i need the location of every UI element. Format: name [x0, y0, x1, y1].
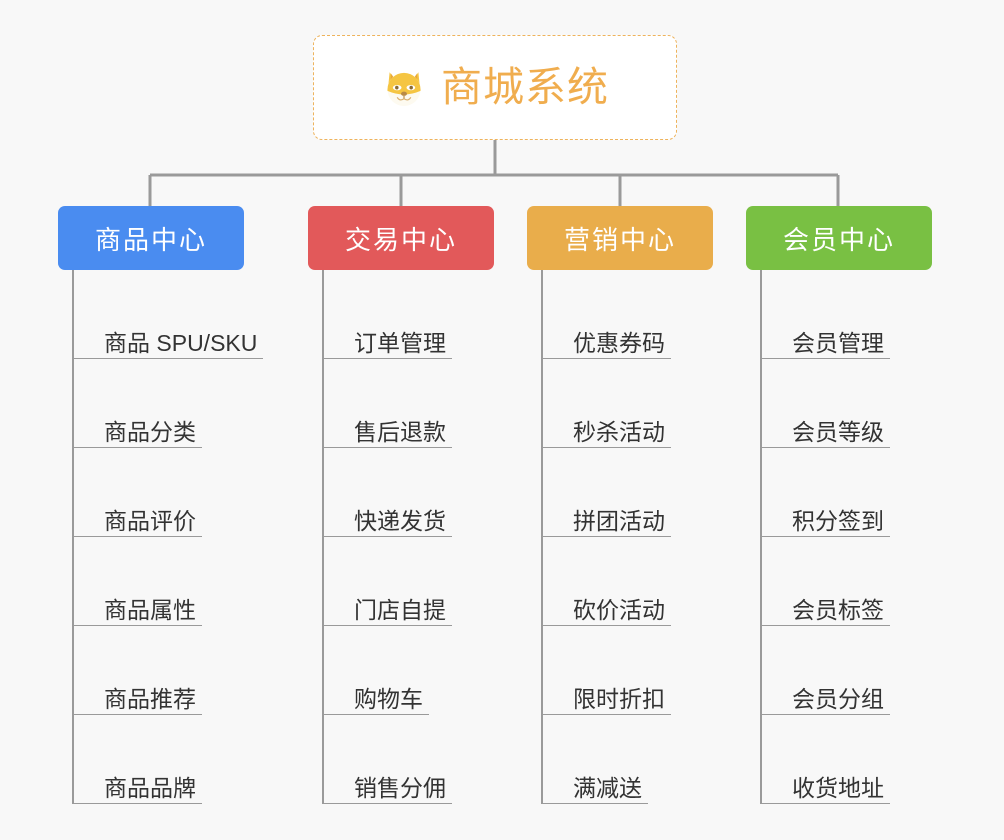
root-node[interactable]: 商城系统 [313, 35, 677, 140]
branch-header-member[interactable]: 会员中心 [746, 206, 932, 270]
leaf-label: 门店自提 [354, 596, 446, 623]
leaf-label: 销售分佣 [354, 774, 446, 801]
list-item[interactable]: 会员等级 [762, 359, 890, 448]
list-item[interactable]: 商品 SPU/SKU [74, 270, 263, 359]
branch-header-trade[interactable]: 交易中心 [308, 206, 494, 270]
branch-header-label: 营销中心 [563, 224, 676, 255]
leaf-label: 售后退款 [354, 418, 446, 445]
leaf-label: 优惠券码 [573, 329, 665, 356]
leaf-label: 商品推荐 [104, 685, 196, 712]
leaf-label: 会员管理 [792, 329, 884, 356]
leaf-label: 会员标签 [792, 596, 884, 623]
leaf-label: 满减送 [573, 774, 642, 801]
list-item[interactable]: 收货地址 [762, 715, 890, 804]
root-title: 商城系统 [441, 64, 609, 110]
leaf-label: 商品评价 [104, 507, 196, 534]
leaf-list-member: 会员管理 会员等级 积分签到 会员标签 会员分组 收货地址 [760, 270, 890, 804]
leaf-label: 商品 SPU/SKU [104, 329, 258, 356]
list-item[interactable]: 会员管理 [762, 270, 890, 359]
leaf-label: 限时折扣 [573, 685, 665, 712]
list-item[interactable]: 限时折扣 [543, 626, 671, 715]
list-item[interactable]: 门店自提 [324, 537, 452, 626]
branch-header-product[interactable]: 商品中心 [58, 206, 244, 270]
branch-header-marketing[interactable]: 营销中心 [527, 206, 713, 270]
leaf-label: 砍价活动 [573, 596, 665, 623]
list-item[interactable]: 会员标签 [762, 537, 890, 626]
list-item[interactable]: 购物车 [324, 626, 429, 715]
list-item[interactable]: 商品品牌 [74, 715, 202, 804]
leaf-label: 收货地址 [792, 774, 884, 801]
leaf-list-product: 商品 SPU/SKU 商品分类 商品评价 商品属性 商品推荐 商品品牌 [72, 270, 263, 804]
leaf-label: 秒杀活动 [573, 418, 665, 445]
list-item[interactable]: 会员分组 [762, 626, 890, 715]
list-item[interactable]: 秒杀活动 [543, 359, 671, 448]
list-item[interactable]: 商品分类 [74, 359, 202, 448]
branch-header-label: 商品中心 [94, 224, 207, 255]
list-item[interactable]: 售后退款 [324, 359, 452, 448]
leaf-label: 商品属性 [104, 596, 196, 623]
list-item[interactable]: 优惠券码 [543, 270, 671, 359]
leaf-label: 商品品牌 [104, 774, 196, 801]
leaf-list-marketing: 优惠券码 秒杀活动 拼团活动 砍价活动 限时折扣 满减送 [541, 270, 671, 804]
leaf-label: 商品分类 [104, 418, 196, 445]
list-item[interactable]: 砍价活动 [543, 537, 671, 626]
list-item[interactable]: 快递发货 [324, 448, 452, 537]
list-item[interactable]: 销售分佣 [324, 715, 452, 804]
leaf-label: 购物车 [354, 685, 423, 712]
leaf-list-trade: 订单管理 售后退款 快递发货 门店自提 购物车 销售分佣 [322, 270, 452, 804]
leaf-label: 会员等级 [792, 418, 884, 445]
list-item[interactable]: 积分签到 [762, 448, 890, 537]
list-item[interactable]: 商品推荐 [74, 626, 202, 715]
leaf-label: 会员分组 [792, 685, 884, 712]
leaf-label: 快递发货 [354, 507, 446, 534]
shiba-dog-face-icon [381, 65, 427, 111]
branch-header-label: 交易中心 [344, 224, 457, 255]
list-item[interactable]: 商品属性 [74, 537, 202, 626]
leaf-label: 订单管理 [354, 329, 446, 356]
leaf-label: 拼团活动 [573, 507, 665, 534]
list-item[interactable]: 订单管理 [324, 270, 452, 359]
list-item[interactable]: 商品评价 [74, 448, 202, 537]
branch-header-label: 会员中心 [782, 224, 895, 255]
list-item[interactable]: 拼团活动 [543, 448, 671, 537]
list-item[interactable]: 满减送 [543, 715, 648, 804]
leaf-label: 积分签到 [792, 507, 884, 534]
